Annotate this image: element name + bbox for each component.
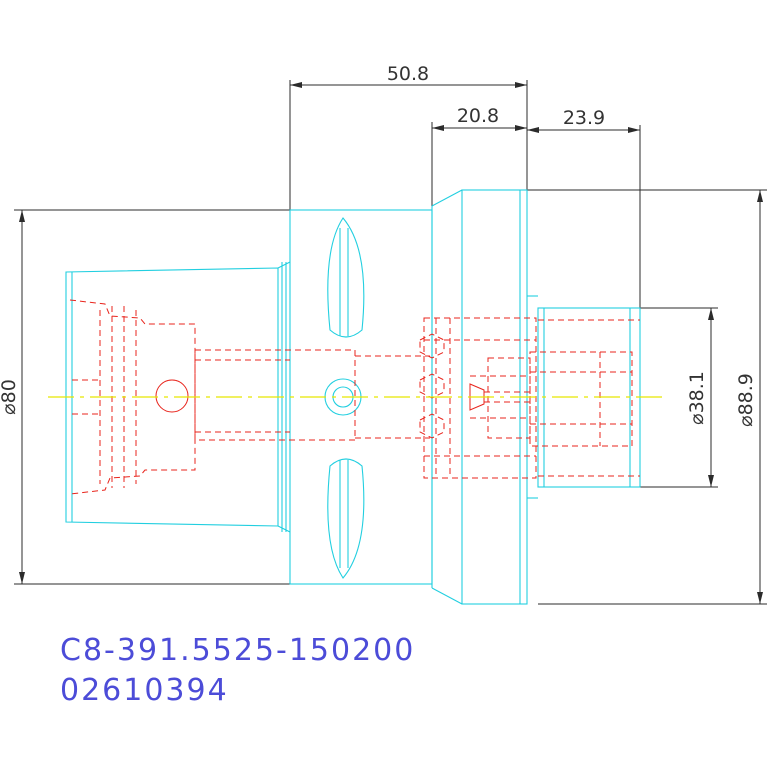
item-code: 02610394: [60, 673, 229, 708]
dim-50-8-label: 50.8: [387, 63, 429, 85]
dim-23-9-label: 23.9: [563, 107, 605, 129]
dim-dia-38-1-label: ⌀38.1: [686, 371, 708, 425]
dim-dia-80-label: ⌀80: [0, 379, 20, 415]
dim-dia-88-9-label: ⌀88.9: [735, 373, 757, 427]
dimension-lines: [14, 80, 767, 605]
part-number: C8-391.5525-150200: [60, 633, 415, 668]
dim-20-8-label: 20.8: [457, 105, 499, 127]
